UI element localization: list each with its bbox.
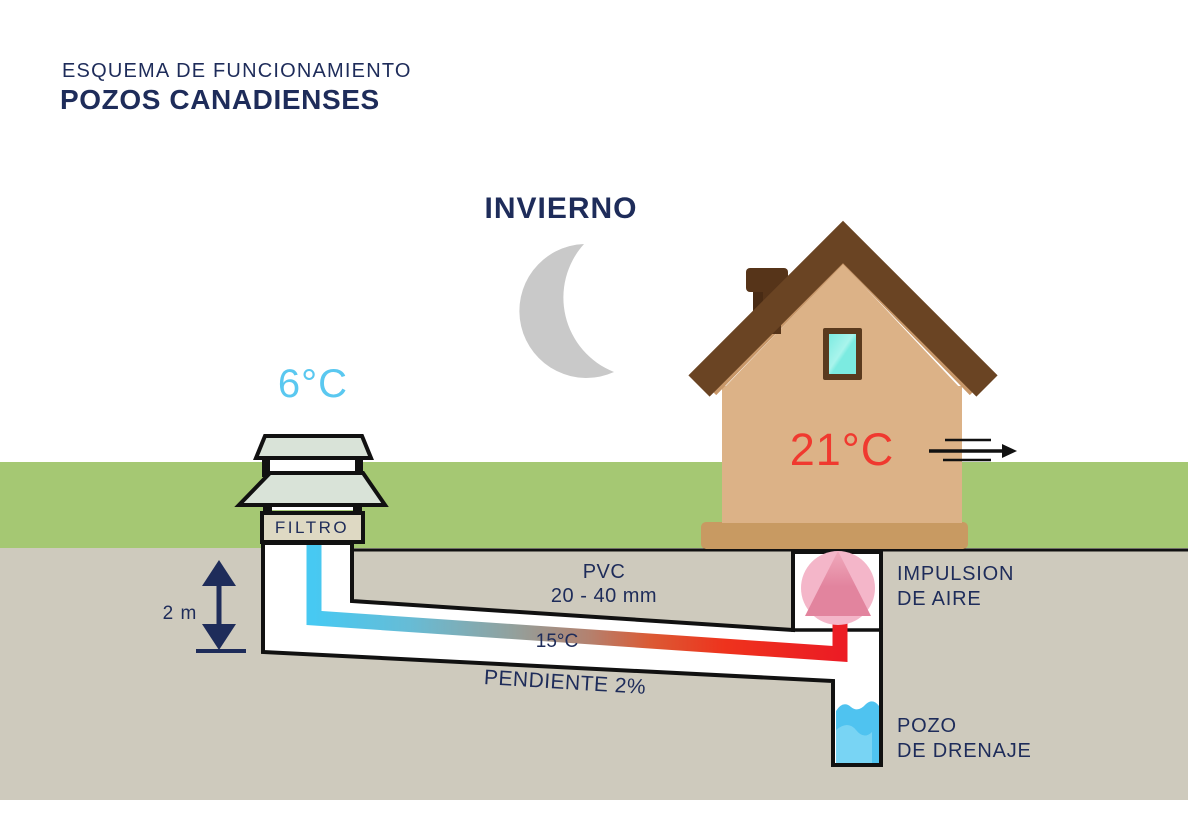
depth-arrow [196,560,246,653]
house-gable [722,264,962,390]
window-glass [829,334,856,374]
intake-tower [234,434,389,544]
impulsion-label: IMPULSION DE AIRE [897,562,1014,612]
ground-temp-label: 15°C [535,631,579,652]
house-base [701,522,968,549]
drain-water-highlight [836,725,872,763]
fan-triangle-icon [805,551,871,616]
pipe-material-label: PVC [582,561,626,583]
house [688,220,998,549]
tower-cap-top [253,434,374,460]
tower-cap-bottom [234,471,389,507]
underground-duct [261,541,883,767]
impulsion-line2: DE AIRE [897,588,982,610]
soil-band [0,548,1188,800]
header-title: POZOS CANADIENSES [60,84,380,115]
header-subtitle: ESQUEMA DE FUNCIONAMIENTO [62,60,412,82]
tower-post [263,502,272,516]
tower-post [353,502,362,516]
moon-icon [519,244,614,378]
tower-post [262,455,270,477]
roof [688,220,998,397]
chimney-cap [746,268,788,292]
grass-band [0,462,1188,548]
drain-label: POZO DE DRENAJE [897,714,1032,764]
indoor-temp-label: 21°C [789,424,895,475]
drain-line2: DE DRENAJE [897,740,1032,762]
filter-box [260,511,365,544]
exhaust-air-arrows [929,438,1017,462]
season-label: INVIERNO [484,192,638,225]
house-wall [722,386,962,523]
impulsion-line1: IMPULSION [897,563,1015,585]
depth-label: 2 m [162,603,198,624]
outdoor-temp-label: 6°C [277,362,349,406]
pipe-diameter-label: 20 - 40 mm [550,585,658,607]
filter-label: FILTRO [274,518,350,537]
tower-post [355,455,363,477]
air-pipe [306,545,848,663]
drain-line1: POZO [897,715,957,737]
